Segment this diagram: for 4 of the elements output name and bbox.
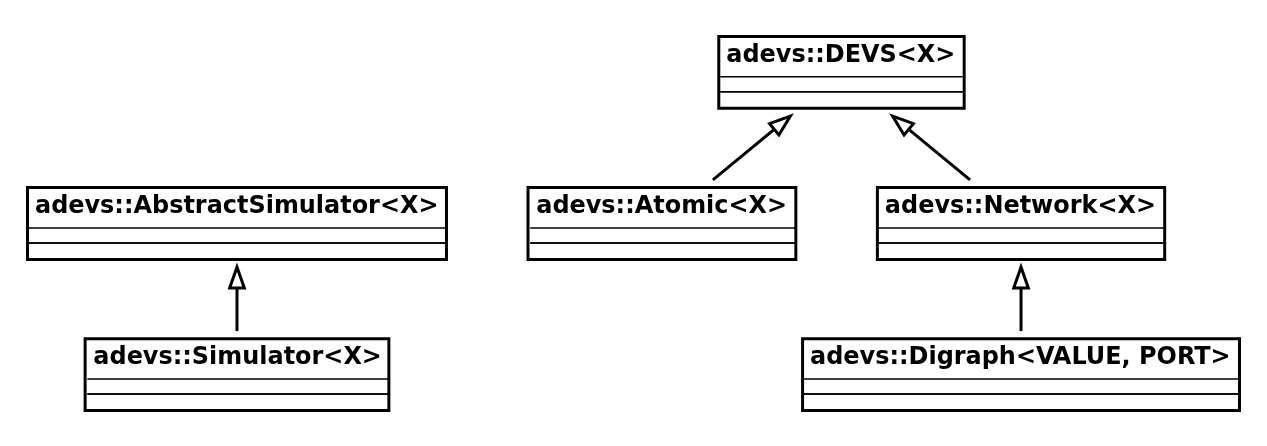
arrow	[711, 112, 794, 181]
arrow	[1011, 262, 1031, 331]
arrow	[227, 262, 247, 331]
arrow	[889, 112, 971, 181]
